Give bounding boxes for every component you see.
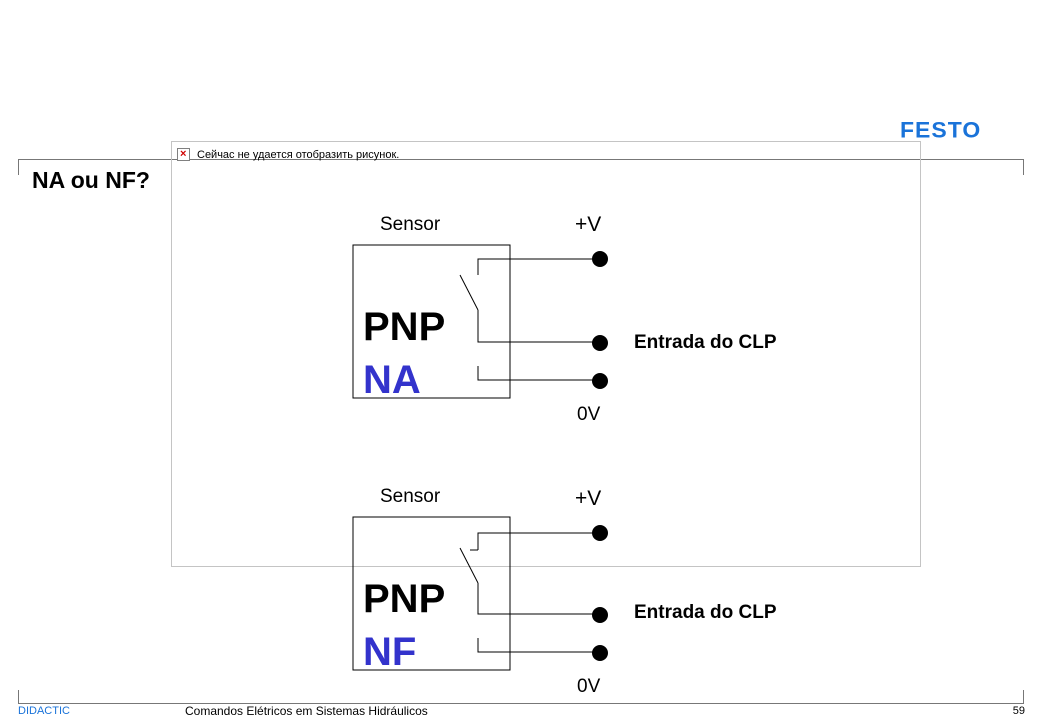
plc-input-label: Entrada do CLP [634, 332, 777, 353]
sensor-label: Sensor [380, 486, 441, 507]
sensor-box [352, 516, 511, 671]
supply-terminal [592, 525, 608, 541]
header-tick-right [1023, 159, 1024, 175]
supply-wire [477, 532, 598, 550]
header-tick-left [18, 159, 19, 175]
sensor-box [352, 244, 511, 399]
sensor-label: Sensor [380, 214, 441, 235]
footer-tick-left [18, 690, 19, 704]
supply-wire [477, 258, 598, 275]
broken-image-icon: × [177, 148, 190, 161]
contact-type-label: NA [363, 358, 421, 402]
contact-blade [459, 274, 479, 311]
header-rule [18, 159, 1024, 160]
supply-label: +V [575, 213, 601, 236]
ground-wire [477, 638, 598, 653]
input-wire [477, 310, 598, 343]
footer-tick-right [1023, 690, 1024, 704]
supply-label: +V [575, 487, 601, 510]
footer-title: Comandos Elétricos em Sistemas Hidráulic… [185, 704, 428, 718]
ground-terminal [592, 645, 608, 661]
festo-logo: FESTO [900, 117, 982, 143]
contact-blade [459, 547, 479, 584]
ground-terminal [592, 373, 608, 389]
input-terminal [592, 335, 608, 351]
broken-image-frame [171, 141, 921, 567]
sensor-type-label: PNP [363, 305, 445, 349]
footer-brand: DIDACTIC [18, 705, 70, 717]
plc-input-label: Entrada do CLP [634, 602, 777, 623]
sensor-type-label: PNP [363, 577, 445, 621]
slide-title: NA ou NF? [32, 167, 150, 193]
input-terminal [592, 607, 608, 623]
input-wire [477, 583, 598, 615]
page-number: 59 [1012, 705, 1025, 717]
diagram-pnp-na: Sensor +V PNP NA Entrada do CLP 0V [352, 213, 777, 425]
diagram-pnp-nf: Sensor +V PNP NF Entrada do CLP 0V [352, 486, 777, 697]
supply-terminal [592, 251, 608, 267]
ground-label: 0V [577, 404, 601, 425]
ground-label: 0V [577, 676, 601, 697]
footer-rule [18, 703, 1024, 704]
contact-type-label: NF [363, 630, 416, 674]
broken-image-message: Сейчас не удается отобразить рисунок. [197, 149, 400, 161]
ground-wire [477, 366, 598, 381]
